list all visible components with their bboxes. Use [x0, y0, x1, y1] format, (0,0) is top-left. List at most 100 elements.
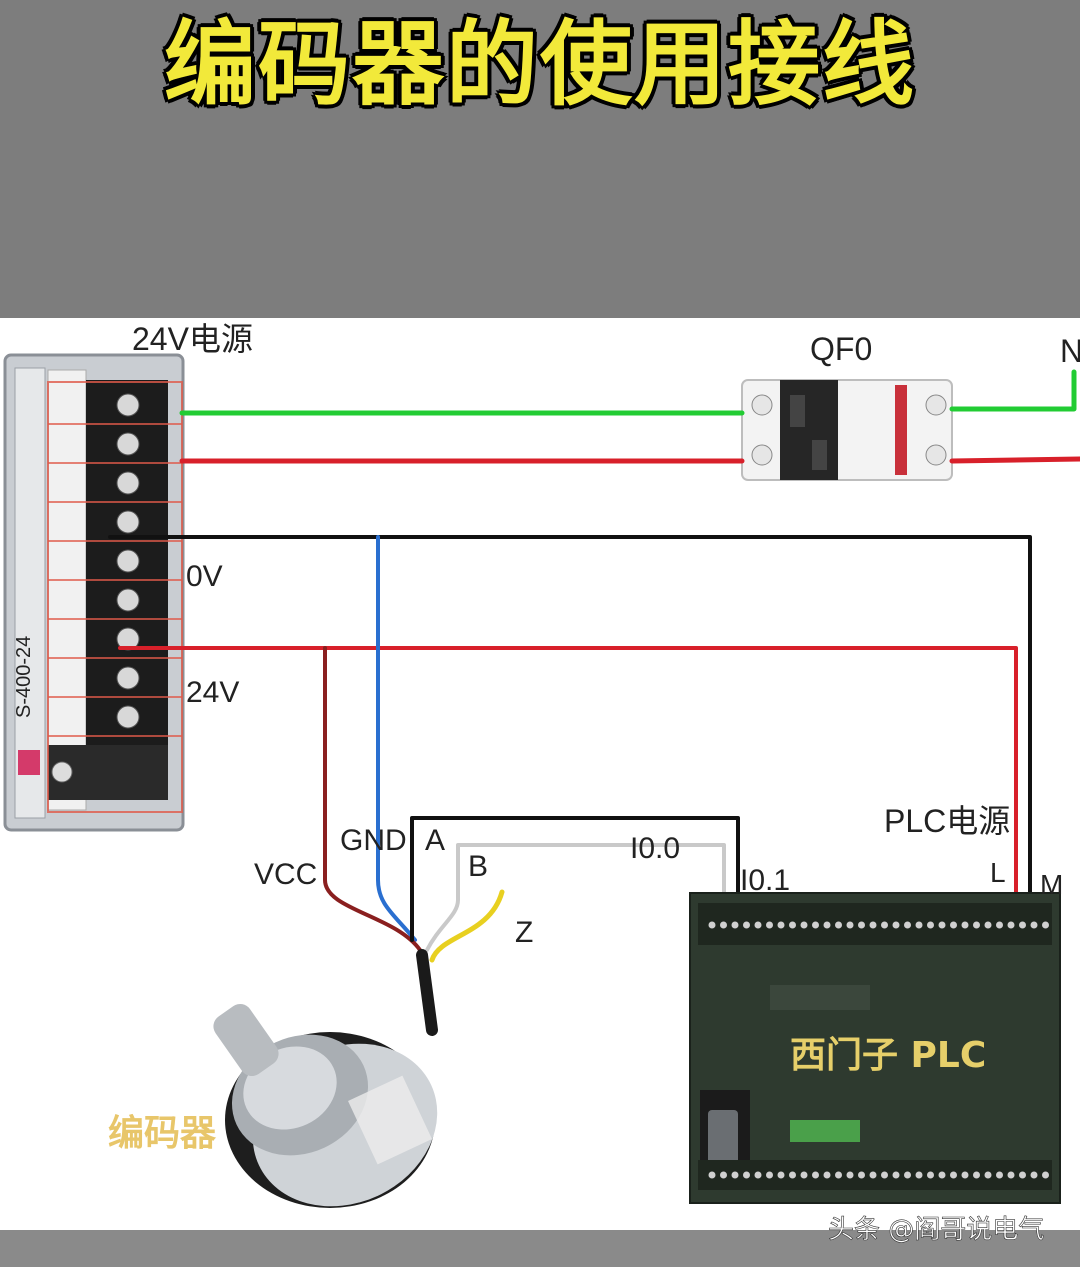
b-label: B [468, 850, 488, 883]
plc-pin [869, 921, 877, 929]
plc-pin [858, 1171, 865, 1179]
plc-pin [777, 1171, 785, 1179]
plc-pin [973, 1171, 980, 1179]
terminal-screw [116, 588, 140, 612]
plc-pin [720, 921, 727, 929]
power-model-label: S-400-24 [13, 636, 35, 718]
plc-pin [766, 1171, 773, 1179]
plc-pin [789, 921, 796, 929]
watermark: 头条 @阎哥说电气 [828, 1215, 1044, 1245]
plc-pin [743, 1171, 750, 1179]
plc-pin [720, 1171, 727, 1179]
terminal-screw [116, 432, 140, 456]
plc-pin [961, 921, 969, 929]
wire-b-white [425, 843, 726, 952]
plc-pin [984, 921, 992, 929]
plc-pin [973, 921, 980, 929]
terminal-highlight-frame [47, 381, 183, 813]
gnd-label: GND [340, 824, 407, 857]
terminal-screw [116, 705, 140, 729]
plc-pin [904, 921, 911, 929]
plc-pin [1042, 921, 1049, 929]
plc-pin [984, 1171, 992, 1179]
plc-pin [915, 1171, 923, 1179]
encoder-device [213, 1003, 438, 1208]
plc-pin [881, 921, 888, 929]
l-label: L [990, 857, 1006, 888]
plc-pin [823, 921, 831, 929]
plc-pin [754, 1171, 762, 1179]
plc-pin [812, 1171, 819, 1179]
plc-pin [938, 921, 946, 929]
plc-pin [800, 921, 808, 929]
plc-pin [777, 921, 785, 929]
plc-pin [789, 1171, 796, 1179]
plc-pin [892, 1171, 900, 1179]
plc-pin [996, 1171, 1003, 1179]
power-supply [3, 353, 185, 832]
plc-pin [731, 1171, 739, 1179]
plc-pin [1042, 1171, 1049, 1179]
plc-pin [766, 921, 773, 929]
power-supply-label: 24V电源 [132, 321, 253, 357]
plc-pin [743, 921, 750, 929]
power-terminals [48, 393, 182, 737]
wire-0v-black [108, 535, 1032, 927]
plc-terminals [708, 921, 1049, 1179]
plc-pin [754, 921, 762, 929]
plc-name-label: 西门子 PLC [790, 1035, 986, 1076]
plc-pin [731, 921, 739, 929]
v24-label: 24V [186, 676, 239, 709]
plc-pin [869, 1171, 877, 1179]
zero-v-label: 0V [186, 560, 223, 593]
bottom-band [0, 1230, 1080, 1267]
plc-pin [835, 1171, 842, 1179]
encoder-label: 编码器 [108, 1113, 217, 1154]
plc-pin [950, 921, 957, 929]
terminal-screw [116, 549, 140, 573]
page-title: 编码器的使用接线 [163, 11, 916, 118]
encoder-cable [416, 949, 438, 1036]
wire-24v-red [118, 646, 1018, 927]
terminal-screw [116, 471, 140, 495]
plc-pin [846, 921, 854, 929]
plc-pin [938, 1171, 946, 1179]
plc-device [689, 892, 1061, 1204]
plc-pin [927, 921, 934, 929]
plc-pin [812, 921, 819, 929]
plc-pin [835, 921, 842, 929]
plc-pin [904, 1171, 911, 1179]
plc-pin [927, 1171, 934, 1179]
terminal-screw [116, 510, 140, 534]
i01-label: I0.1 [740, 864, 790, 897]
plc-pin [996, 921, 1003, 929]
plc-power-label: PLC电源 [884, 803, 1010, 839]
plc-pin [1019, 921, 1026, 929]
breaker-label: QF0 [810, 331, 872, 367]
wire-ac-red-in [949, 456, 1080, 464]
plc-pin [708, 921, 716, 929]
terminal-screw [116, 393, 140, 417]
plc-pin [1007, 921, 1015, 929]
plc-pin [846, 1171, 854, 1179]
plc-pin [961, 1171, 969, 1179]
plc-pin [708, 1171, 716, 1179]
m-label: M [1040, 869, 1063, 900]
wire-gnd-blue [376, 535, 417, 942]
wire-z-yellow [429, 889, 505, 963]
i00-label: I0.0 [630, 832, 680, 865]
wire-vcc-brown [323, 646, 422, 952]
terminal-screw [116, 666, 140, 690]
plc-pin [800, 1171, 808, 1179]
plc-pin [1019, 1171, 1026, 1179]
plc-pin [892, 921, 900, 929]
plc-pin [858, 921, 865, 929]
plc-pin [1030, 921, 1038, 929]
plc-pin [823, 1171, 831, 1179]
plc-pin [1007, 1171, 1015, 1179]
z-label: Z [515, 916, 533, 949]
plc-pin [1030, 1171, 1038, 1179]
vcc-label: VCC [254, 858, 317, 891]
